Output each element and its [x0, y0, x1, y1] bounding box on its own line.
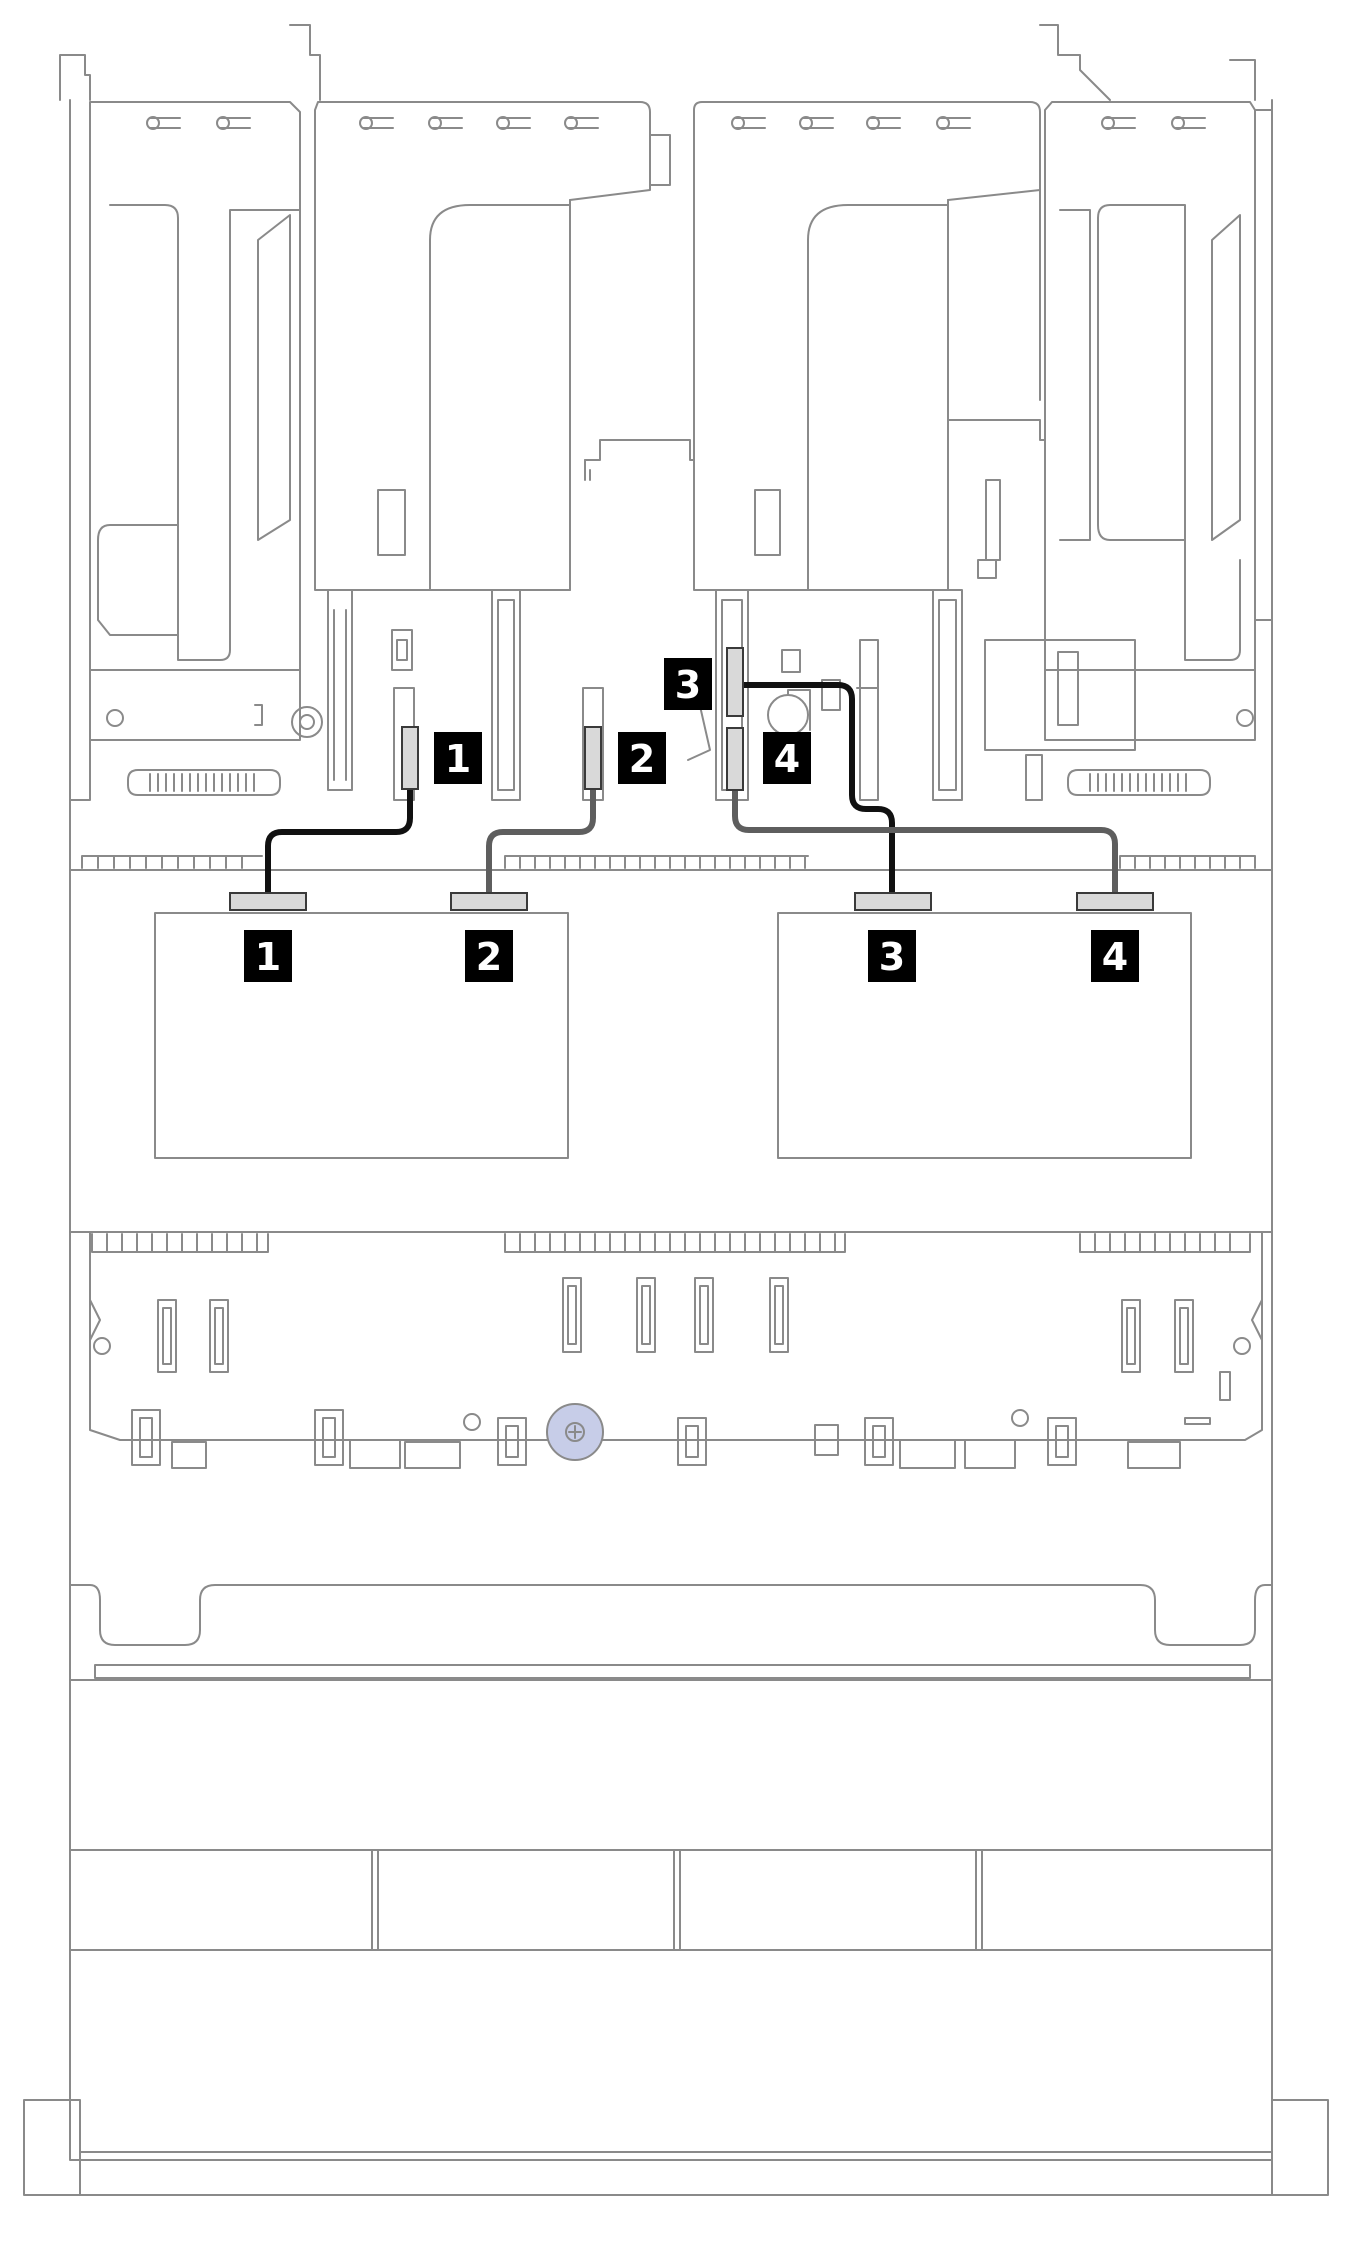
- adapter-connector-3: [854, 892, 932, 911]
- cable-1: [265, 759, 413, 898]
- callout-4-motherboard: 4: [763, 732, 811, 784]
- callout-4-adapter: 4: [1091, 930, 1139, 982]
- callouts: 1 2 3 4 1 2 3 4: [244, 658, 1139, 982]
- cable-4: [732, 787, 1118, 898]
- callout-2-motherboard: 2: [618, 732, 666, 784]
- fan-connectors: [131, 1409, 1181, 1469]
- svg-text:1: 1: [255, 935, 281, 979]
- cable-2: [486, 759, 596, 898]
- svg-text:4: 4: [1102, 935, 1128, 979]
- connectors: [229, 647, 1154, 911]
- riser-card-right-inner: [693, 101, 1051, 591]
- riser-card-left-outer: [89, 101, 301, 671]
- svg-text:2: 2: [476, 935, 502, 979]
- motherboard-lower: [89, 1231, 1273, 1469]
- riser-card-right-outer: [1044, 101, 1273, 671]
- cables: [265, 682, 1118, 898]
- motherboard-connector-3: [726, 647, 744, 717]
- chassis-outline: [23, 24, 1329, 2196]
- motherboard-connector-4: [726, 727, 744, 791]
- callout-1-adapter: 1: [244, 930, 292, 982]
- svg-text:2: 2: [629, 737, 655, 781]
- callout-2-adapter: 2: [465, 930, 513, 982]
- svg-text:1: 1: [445, 737, 471, 781]
- motherboard-connector-2: [584, 726, 602, 790]
- riser-card-left-inner: [314, 101, 701, 591]
- pcie-slot: [391, 589, 1043, 801]
- svg-text:3: 3: [675, 663, 701, 707]
- callout-3-adapter: 3: [868, 930, 916, 982]
- motherboard-connector-1: [401, 726, 419, 790]
- adapter-connector-1: [229, 892, 307, 911]
- callout-1-motherboard: 1: [434, 732, 482, 784]
- callout-3-motherboard: 3: [664, 658, 712, 710]
- adapter-connector-4: [1076, 892, 1154, 911]
- svg-text:3: 3: [879, 935, 905, 979]
- adapter-connector-2: [450, 892, 528, 911]
- cable-3: [732, 682, 895, 898]
- svg-text:4: 4: [774, 737, 800, 781]
